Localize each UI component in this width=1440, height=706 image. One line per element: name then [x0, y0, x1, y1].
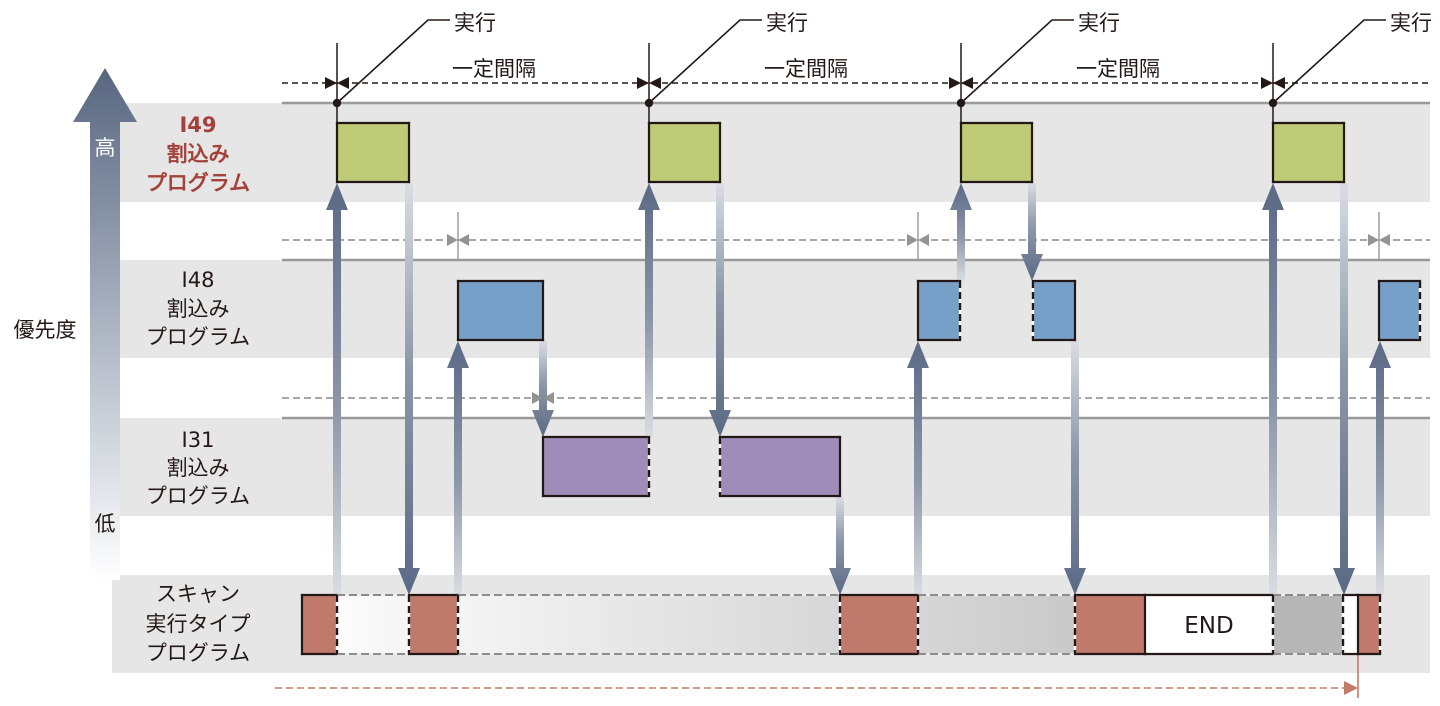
interval-arrow-right-icon: [637, 77, 649, 89]
band-i48: [120, 260, 1430, 358]
i49-task-block: [961, 123, 1032, 182]
execution-leader-line: [336, 19, 450, 104]
scan-task-block: [1075, 595, 1145, 654]
arrow-up-icon: [638, 183, 660, 437]
i31-task-block-interrupted: [543, 437, 649, 496]
scan-end-block: [1145, 595, 1273, 654]
arrow-up-icon: [326, 183, 348, 595]
i48-task-block-resumed: [1033, 281, 1075, 340]
row-label-i48-line2: プログラム: [146, 325, 250, 349]
execution-point-icon: [332, 98, 342, 108]
priority-low-label: 低: [95, 512, 116, 536]
arrow-down-icon: [398, 183, 420, 595]
scan-suspended-segment: [918, 595, 1075, 654]
delay-arrow-right-icon: [1368, 234, 1379, 246]
execution-point-icon: [956, 98, 966, 108]
arrow-up-icon: [1262, 183, 1284, 595]
row-label-scan-line3: プログラム: [146, 641, 250, 665]
execution-label: 実行: [766, 11, 808, 35]
scan-task-block: [1358, 595, 1380, 654]
scan-task-block: [302, 595, 337, 654]
execution-label: 実行: [454, 11, 496, 35]
delay-arrow-left-icon: [918, 234, 929, 246]
delay-arrow-left-icon: [458, 234, 469, 246]
row-label-i31-id: I31: [182, 428, 215, 452]
transition-arrows: [326, 183, 1391, 595]
row-label-i49-line1: 割込み: [167, 142, 230, 166]
priority-axis-label: 優先度: [14, 318, 77, 342]
arrow-down-icon: [1021, 183, 1043, 281]
arrow-down-icon: [1064, 341, 1086, 595]
arrow-down-icon: [829, 497, 851, 595]
row-label-i31-line1: 割込み: [167, 456, 230, 480]
arrow-up-icon: [950, 183, 972, 281]
scan-task-block: [840, 595, 918, 654]
interval-arrow-left-icon: [1273, 77, 1285, 89]
execution-label: 実行: [1390, 11, 1432, 35]
delay-arrow-right-icon: [447, 234, 458, 246]
i49-task-block: [649, 123, 720, 182]
priority-arrow-icon: [73, 68, 137, 580]
execution-leader-line: [960, 19, 1074, 104]
interval-arrow-left-icon: [649, 77, 661, 89]
interval-label: 一定間隔: [1076, 57, 1160, 81]
i48-task-block-interrupted: [918, 281, 960, 340]
scan-cycle-arrowhead-icon: [1344, 681, 1358, 695]
i31-task-block-resumed: [720, 437, 840, 496]
scan-suspended-segment: [1273, 595, 1343, 654]
scan-task-block: [409, 595, 458, 654]
i48-task-block-interrupted: [1379, 281, 1420, 340]
delay-arrow-left-icon: [543, 392, 554, 404]
task-blocks: [302, 123, 1420, 654]
interval-arrow-right-icon: [949, 77, 961, 89]
row-label-scan-line1: スキャン: [156, 582, 240, 606]
i49-task-block: [337, 123, 409, 182]
i48-task-block: [458, 281, 543, 340]
task-block-edges: [300, 121, 1422, 656]
arrow-up-icon: [1369, 341, 1391, 595]
execution-leader-line: [648, 19, 762, 104]
arrow-down-icon: [709, 183, 731, 437]
row-label-i49-line2: プログラム: [146, 171, 250, 195]
arrow-down-icon: [1333, 183, 1355, 595]
delay-arrow-left-icon: [1379, 234, 1390, 246]
delay-arrow-right-icon: [907, 234, 918, 246]
interval-arrow-left-icon: [337, 77, 349, 89]
arrow-up-icon: [907, 341, 929, 595]
row-label-i48-line1: 割込み: [167, 297, 230, 321]
row-label-i48-id: I48: [182, 268, 215, 292]
arrow-up-icon: [447, 341, 469, 595]
row-label-i49-id: I49: [179, 113, 216, 137]
priority-bands: [112, 103, 1430, 673]
scan-suspended-segment: [337, 595, 409, 654]
timing-markers: [325, 19, 1390, 404]
row-label-i31-line2: プログラム: [146, 484, 250, 508]
interval-arrow-right-icon: [1261, 77, 1273, 89]
delay-arrow-right-icon: [532, 392, 543, 404]
arrow-down-icon: [532, 341, 554, 437]
labels: 優先度 高 低 I49 割込み プログラム I48 割込み プログラム I31 …: [14, 11, 1433, 665]
i49-task-block: [1273, 123, 1344, 182]
scan-suspended-segment: [458, 595, 840, 654]
interval-label: 一定間隔: [764, 57, 848, 81]
interval-arrow-right-icon: [325, 77, 337, 89]
interval-label: 一定間隔: [452, 57, 536, 81]
execution-label: 実行: [1078, 11, 1120, 35]
scan-gap-segment: [1343, 595, 1358, 654]
interval-arrow-left-icon: [961, 77, 973, 89]
scan-end-label: END: [1184, 613, 1233, 639]
guide-lines: [275, 82, 1430, 698]
row-label-scan-line2: 実行タイプ: [146, 612, 251, 636]
band-i49: [120, 103, 1430, 202]
execution-point-icon: [644, 98, 654, 108]
execution-leader-line: [1272, 19, 1386, 104]
execution-point-icon: [1268, 98, 1278, 108]
priority-high-label: 高: [95, 136, 116, 160]
